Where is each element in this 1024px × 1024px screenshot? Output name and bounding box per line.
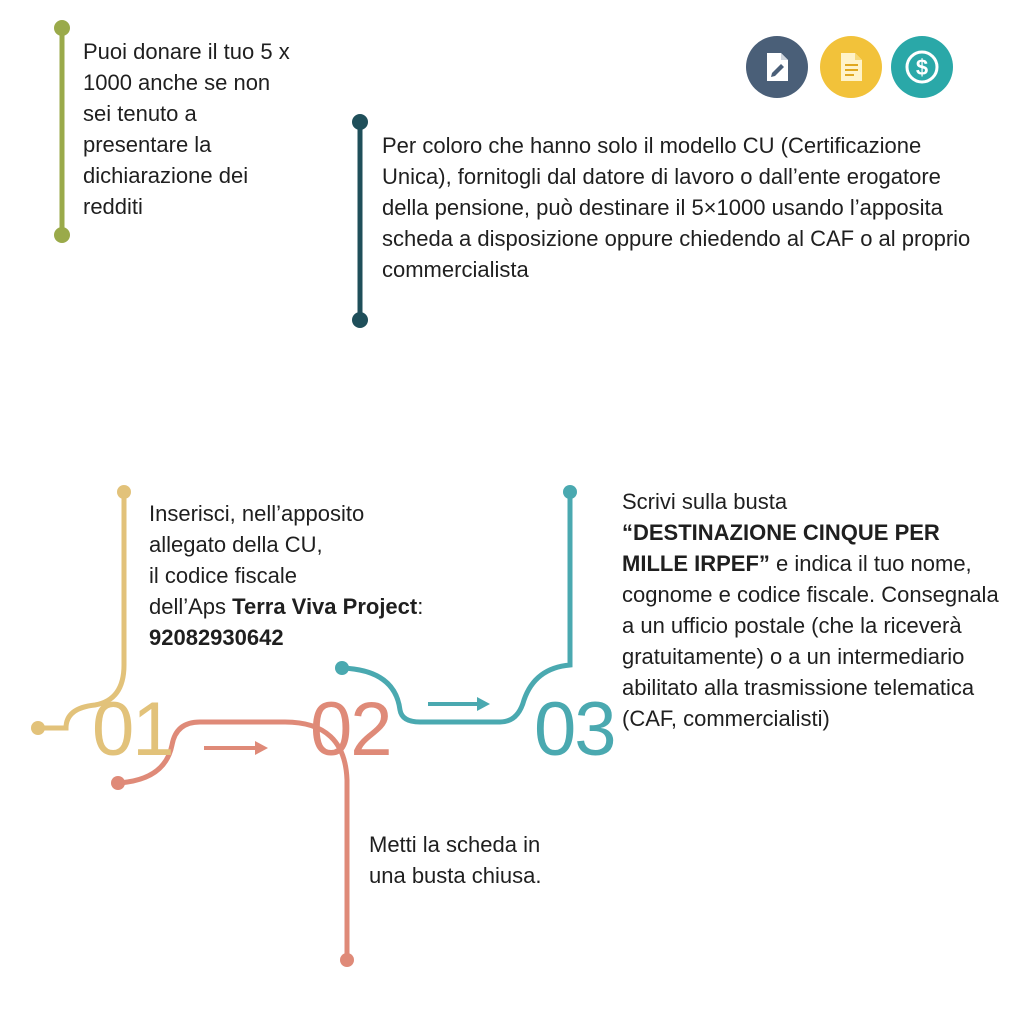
step-02-path	[111, 719, 354, 967]
svg-text:$: $	[916, 55, 928, 80]
step-03-text: Scrivi sulla busta “DESTINAZIONE CINQUE …	[622, 486, 1007, 734]
step-02-text: Metti la scheda in una busta chiusa.	[369, 832, 542, 888]
step-01-line-3: il codice fiscale	[149, 563, 297, 588]
step-01-line-2: allegato della CU,	[149, 532, 323, 557]
step-03-envelope-label: DESTINAZIONE CINQUE PER MILLE IRPEF”	[622, 520, 940, 576]
intro-right-connector	[352, 114, 368, 328]
step-03-number: 03	[534, 687, 617, 772]
dollar-icon: $	[891, 36, 953, 98]
step-03-open-quote: “	[622, 520, 633, 545]
intro-left-text: Puoi donare il tuo 5 x 1000 anche se non…	[83, 39, 290, 219]
document-icon	[820, 36, 882, 98]
step-01-path	[31, 485, 131, 735]
organization-name: Terra Viva Project	[232, 594, 418, 619]
step-01-line-1: Inserisci, nell’apposito	[149, 501, 365, 526]
step-03-path	[335, 485, 577, 725]
document-edit-icon	[746, 36, 808, 98]
step-01-line-4: dell’Aps Terra Viva Project:	[149, 591, 479, 622]
intro-right-text: Per coloro che hanno solo il modello CU …	[382, 133, 971, 282]
step-03-lead: Scrivi sulla busta	[622, 489, 788, 514]
step-01-text: Inserisci, nell’apposito allegato della …	[149, 498, 479, 653]
step-01-number: 01	[92, 687, 175, 772]
step-01-org-prefix: dell’Aps	[149, 594, 233, 619]
fiscal-code: 92082930642	[149, 625, 284, 650]
step-03-instructions: e indica il tuo nome, cognome e codice f…	[622, 551, 999, 731]
step-02-number: 02	[310, 687, 393, 772]
intro-left-connector	[54, 20, 70, 243]
step-01-org-suffix: :	[417, 594, 424, 619]
